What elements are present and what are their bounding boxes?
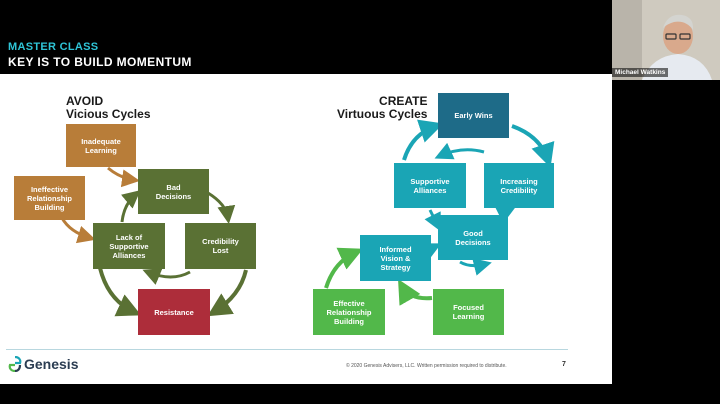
genesis-logo-text: Genesis — [24, 356, 79, 372]
slide: MASTER CLASS KEY IS TO BUILD MOMENTUM AV… — [0, 41, 612, 384]
box-resistance: Resistance — [138, 289, 210, 335]
participant-name-label: Michael Watkins — [612, 68, 669, 77]
arrow-learning-to-decisions — [107, 166, 140, 188]
slide-title: KEY IS TO BUILD MOMENTUM — [8, 55, 192, 69]
arrow-alliances-to-decisions — [120, 190, 141, 223]
box-early-wins: Early Wins — [438, 93, 509, 138]
arrow-alliances-to-resistance — [98, 267, 142, 317]
avoid-title: AVOID Vicious Cycles — [66, 95, 151, 121]
arrow-credibility-to-resistance — [207, 269, 248, 317]
arrow-alliances-to-earlywins — [402, 119, 444, 161]
page-number: 7 — [562, 361, 566, 368]
arrow-decisions-to-credibility — [207, 191, 236, 224]
arrow-alliances-to-good — [424, 209, 441, 232]
avoid-heading: AVOID — [66, 94, 104, 108]
arrow-learning-to-vision — [398, 279, 433, 306]
avoid-subheading: Vicious Cycles — [66, 107, 151, 121]
box-ineffective-relationship-building: Ineffective Relationship Building — [14, 176, 85, 220]
arrow-vision-to-good — [421, 243, 442, 260]
box-bad-decisions: Bad Decisions — [138, 169, 209, 214]
genesis-logo-icon — [8, 356, 22, 372]
box-good-decisions: Good Decisions — [438, 215, 508, 260]
box-lack-of-supportive-alliances: Lack of Supportive Alliances — [93, 223, 165, 269]
participant-video-tile[interactable] — [612, 0, 720, 80]
create-heading: CREATE — [379, 94, 428, 108]
arrow-building-to-alliances — [60, 217, 96, 244]
box-credibility-lost: Credibility Lost — [185, 223, 256, 269]
box-focused-learning: Focused Learning — [433, 289, 504, 335]
arrow-building-to-vision — [324, 247, 364, 289]
arrow-credibility-to-alliances — [434, 142, 485, 160]
box-informed-vision-strategy: Informed Vision & Strategy — [360, 235, 431, 281]
arrow-credibility-to-alliances — [142, 268, 191, 285]
arrow-good-to-vision-lower — [459, 258, 492, 276]
box-increasing-credibility: Increasing Credibility — [484, 163, 554, 208]
box-inadequate-learning: Inadequate Learning — [66, 124, 136, 167]
box-effective-relationship-building: Effective Relationship Building — [313, 289, 385, 335]
footer-divider — [6, 349, 568, 350]
arrow-earlywins-to-credibility — [511, 124, 555, 168]
copyright-notice: © 2020 Genesis Advisers, LLC. Written pe… — [346, 363, 507, 369]
create-title: CREATE Virtuous Cycles — [337, 95, 427, 121]
box-supportive-alliances: Supportive Alliances — [394, 163, 466, 208]
header-subtitle: MASTER CLASS — [8, 41, 99, 53]
create-subheading: Virtuous Cycles — [337, 107, 428, 121]
